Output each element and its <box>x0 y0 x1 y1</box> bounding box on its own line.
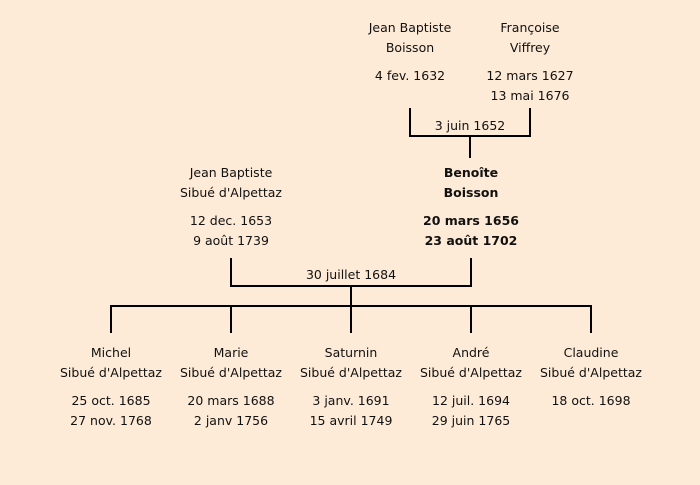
person-last-name: Sibué d'Alpettaz <box>60 365 162 380</box>
person-last-name: Sibué d'Alpettaz <box>540 365 642 380</box>
person-birth: 18 oct. 1698 <box>551 393 631 408</box>
person-birth: 20 mars 1656 <box>423 213 519 228</box>
person-last-name: Sibué d'Alpettaz <box>180 365 282 380</box>
person-jean-baptiste-sibue[interactable]: Jean Baptiste Sibué d'Alpettaz 12 dec. 1… <box>166 163 296 251</box>
person-benoite-boisson[interactable]: Benoîte Boisson 20 mars 1656 23 août 170… <box>406 163 536 251</box>
person-first-name: Michel <box>90 345 132 360</box>
connector-line <box>350 305 352 333</box>
person-death: 23 août 1702 <box>424 233 518 248</box>
connector-line <box>590 305 592 333</box>
person-last-name: Boisson <box>443 185 499 200</box>
person-birth: 25 oct. 1685 <box>71 393 151 408</box>
person-jean-baptiste-boisson[interactable]: Jean Baptiste Boisson 4 fev. 1632 <box>345 18 475 86</box>
person-death: 15 avril 1749 <box>309 413 393 428</box>
connector-line <box>469 135 471 158</box>
person-death: 2 janv 1756 <box>193 413 269 428</box>
child-andre[interactable]: André Sibué d'Alpettaz 12 juil. 1694 29 … <box>406 343 536 431</box>
child-saturnin[interactable]: Saturnin Sibué d'Alpettaz 3 janv. 1691 1… <box>286 343 416 431</box>
person-last-name: Boisson <box>385 40 435 55</box>
person-first-name: Jean Baptiste <box>189 165 273 180</box>
child-marie[interactable]: Marie Sibué d'Alpettaz 20 mars 1688 2 ja… <box>166 343 296 431</box>
connector-line <box>230 305 232 333</box>
person-death: 27 nov. 1768 <box>70 413 152 428</box>
person-birth: 4 fev. 1632 <box>374 68 446 83</box>
person-birth: 12 mars 1627 <box>486 68 574 83</box>
person-death: 29 juin 1765 <box>431 413 511 428</box>
person-first-name: Claudine <box>563 345 619 360</box>
person-birth: 3 janv. 1691 <box>312 393 390 408</box>
person-first-name: Saturnin <box>324 345 378 360</box>
person-death: 13 mai 1676 <box>490 88 570 103</box>
person-first-name: Marie <box>213 345 249 360</box>
person-first-name: André <box>452 345 490 360</box>
connector-line <box>110 305 112 333</box>
person-death: 9 août 1739 <box>193 233 269 248</box>
person-first-name: Benoîte <box>443 165 499 180</box>
connector-line <box>350 285 352 307</box>
person-last-name: Sibué d'Alpettaz <box>180 185 282 200</box>
connector-line <box>470 258 472 287</box>
person-francoise-viffrey[interactable]: Françoise Viffrey 12 mars 1627 13 mai 16… <box>465 18 595 106</box>
person-first-name: Françoise <box>500 20 560 35</box>
person-last-name: Sibué d'Alpettaz <box>420 365 522 380</box>
connector-line <box>409 108 411 137</box>
couple-marriage-date: 30 juillet 1684 <box>305 267 397 282</box>
person-birth: 12 juil. 1694 <box>432 393 510 408</box>
child-claudine[interactable]: Claudine Sibué d'Alpettaz 18 oct. 1698 <box>526 343 656 411</box>
child-michel[interactable]: Michel Sibué d'Alpettaz 25 oct. 1685 27 … <box>46 343 176 431</box>
person-last-name: Sibué d'Alpettaz <box>300 365 402 380</box>
person-birth: 20 mars 1688 <box>187 393 275 408</box>
connector-line <box>529 108 531 137</box>
connector-line <box>230 258 232 287</box>
person-first-name: Jean Baptiste <box>368 20 452 35</box>
connector-line <box>470 305 472 333</box>
parents-marriage-date: 3 juin 1652 <box>434 118 506 133</box>
person-last-name: Viffrey <box>509 40 551 55</box>
person-birth: 12 dec. 1653 <box>189 213 273 228</box>
